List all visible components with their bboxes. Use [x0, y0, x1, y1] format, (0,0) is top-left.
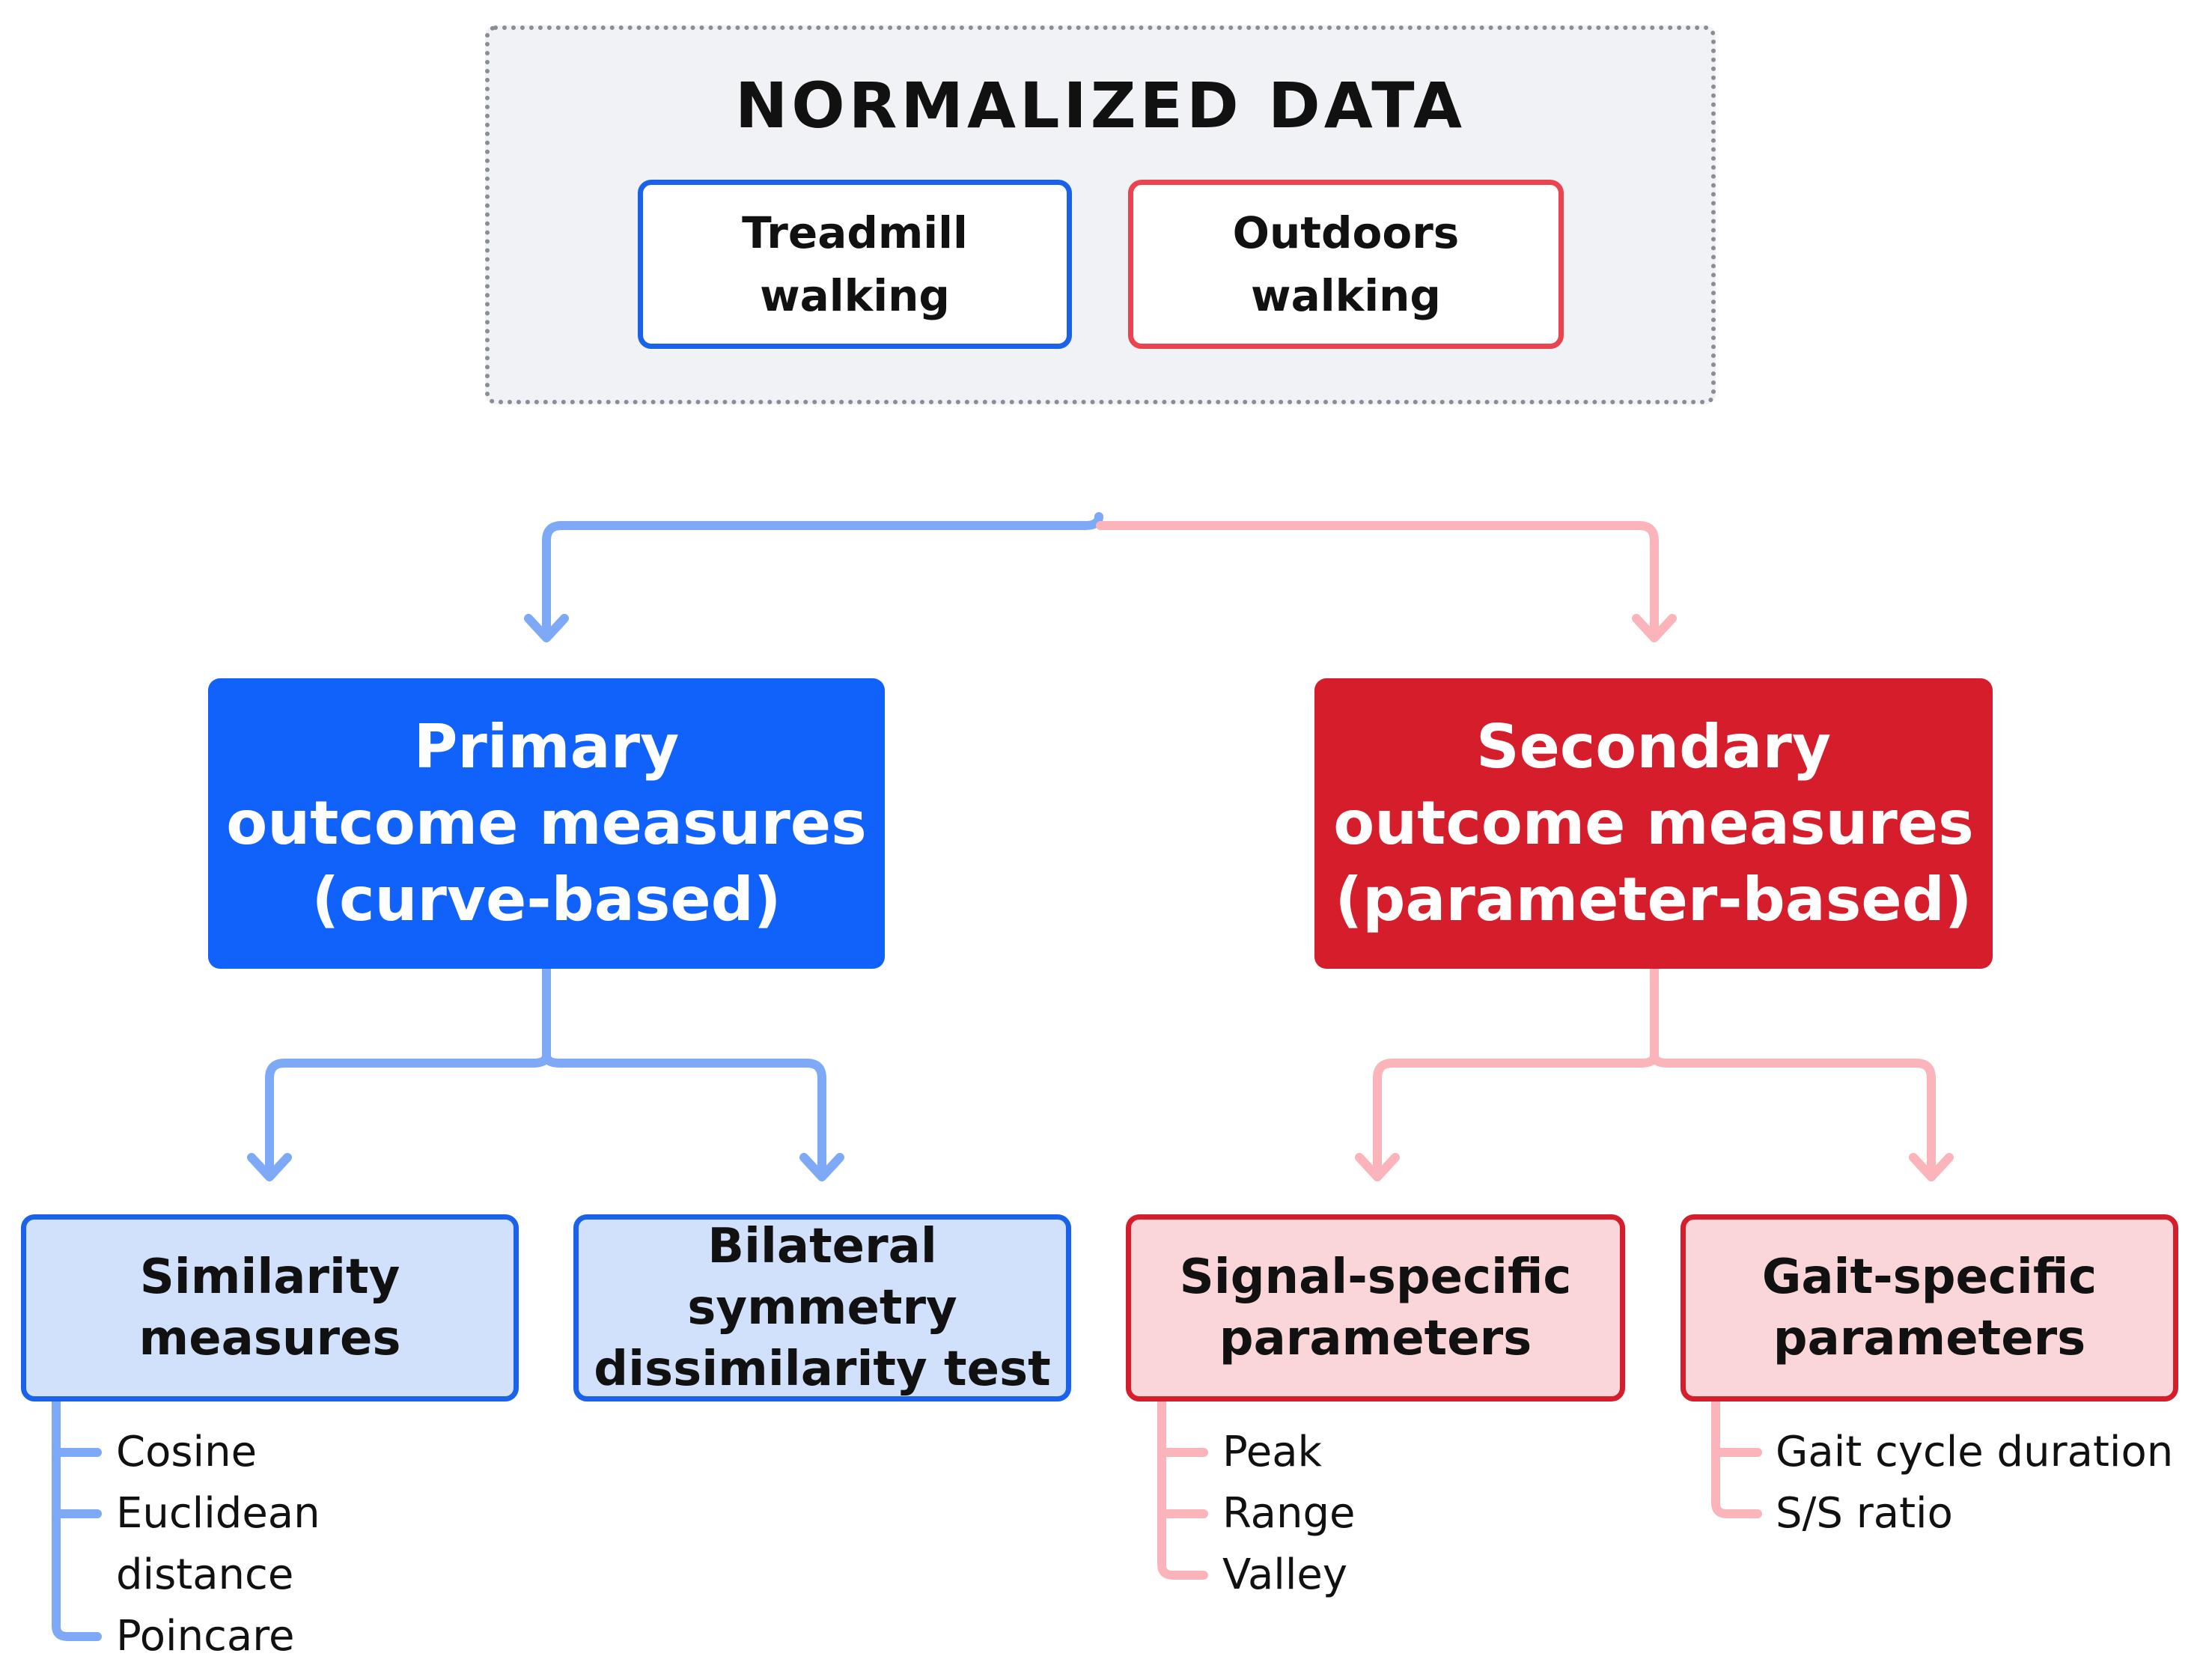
similarity-item-distance: distance — [116, 1550, 294, 1599]
signal-item-range: Range — [1222, 1489, 1356, 1538]
connector-to-secondary — [1096, 521, 1659, 639]
arrow-to-similarity — [247, 1153, 292, 1181]
arrow-to-bilateral — [799, 1153, 844, 1181]
connector-to-signal — [1373, 1051, 1659, 1178]
connector-to-similarity — [265, 1051, 551, 1178]
signal-items-bracket — [1157, 1397, 1208, 1580]
bilateral-symmetry-box: Bilateral symmetry dissimilarity test — [573, 1214, 1071, 1401]
similarity-item-cosine: Cosine — [116, 1428, 258, 1476]
similarity-items-bracket — [52, 1397, 102, 1641]
gait-item-cycle-duration: Gait cycle duration — [1776, 1428, 2174, 1476]
normalized-data-title: NORMALIZED DATA — [734, 69, 1466, 142]
arrow-to-signal — [1355, 1153, 1400, 1181]
connector-to-bilateral — [542, 1051, 826, 1178]
connector-to-gait — [1650, 1051, 1936, 1178]
similarity-item-euclidean: Euclidean — [116, 1489, 320, 1538]
signal-specific-parameters-box: Signal-specific parameters — [1126, 1214, 1625, 1401]
connector-to-primary — [542, 512, 1103, 639]
primary-outcome-measures-box: Primary outcome measures (curve-based) — [208, 678, 885, 969]
treadmill-walking-box: Treadmill walking — [638, 180, 1072, 349]
similarity-measures-box: Similarity measures — [21, 1214, 519, 1401]
signal-item-valley: Valley — [1222, 1550, 1347, 1599]
arrow-to-primary — [524, 614, 569, 642]
signal-item-peak: Peak — [1222, 1428, 1322, 1476]
arrow-to-gait — [1909, 1153, 1954, 1181]
gait-item-ss-ratio: S/S ratio — [1776, 1489, 1953, 1538]
gait-specific-parameters-box: Gait-specific parameters — [1681, 1214, 2178, 1401]
outdoors-walking-box: Outdoors walking — [1128, 180, 1564, 349]
gait-items-bracket — [1711, 1397, 1762, 1518]
similarity-item-poincare: Poincare — [116, 1612, 295, 1661]
secondary-outcome-measures-box: Secondary outcome measures (parameter-ba… — [1314, 678, 1993, 969]
arrow-to-secondary — [1632, 614, 1677, 642]
